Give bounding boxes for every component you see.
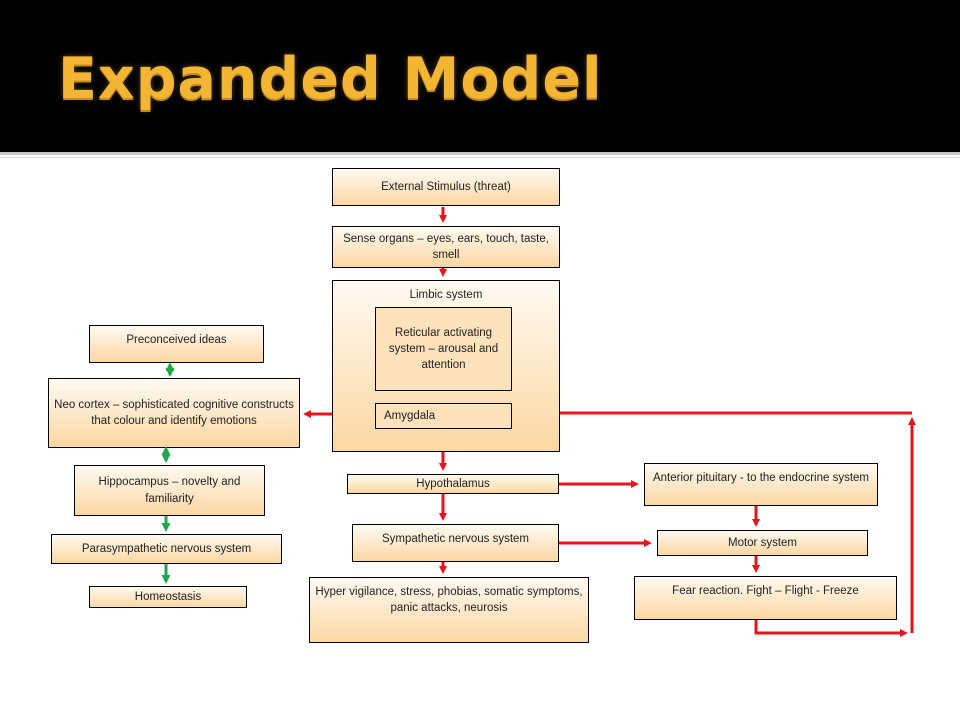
header-divider-thin [0, 157, 960, 158]
node-preconceived-ideas: Preconceived ideas [89, 325, 264, 363]
node-fear-reaction: Fear reaction. Fight – Flight - Freeze [634, 576, 897, 620]
node-homeostasis: Homeostasis [89, 586, 247, 608]
node-reticular-activating-system: Reticular activating system – arousal an… [375, 307, 512, 391]
node-anterior-pituitary: Anterior pituitary - to the endocrine sy… [644, 463, 878, 506]
node-parasympathetic-nervous-system: Parasympathetic nervous system [51, 534, 282, 564]
node-label: Sympathetic nervous system [381, 533, 529, 545]
slide-title: Expanded Model [58, 46, 603, 112]
title-bar: Expanded Model [0, 0, 960, 152]
node-label: Fear reaction. Fight – Flight - Freeze [672, 585, 859, 597]
node-label: Hyper vigilance, stress, phobias, somati… [315, 586, 583, 615]
node-external-stimulus: External Stimulus (threat) [332, 168, 560, 206]
node-label: Reticular activating system – arousal an… [388, 326, 499, 372]
node-motor-system: Motor system [657, 530, 868, 556]
node-sympathetic-nervous-system: Sympathetic nervous system [352, 524, 559, 562]
node-label: Sense organs – eyes, ears, touch, taste,… [343, 232, 549, 261]
header-divider [0, 152, 960, 155]
node-label: Parasympathetic nervous system [81, 542, 252, 555]
node-label: Hypothalamus [416, 477, 490, 490]
node-hyper-vigilance: Hyper vigilance, stress, phobias, somati… [309, 577, 589, 643]
node-label: Hippocampus – novelty and familiarity [98, 476, 241, 505]
node-label: Limbic system [409, 289, 483, 301]
node-hypothalamus: Hypothalamus [347, 474, 559, 494]
node-label: Homeostasis [134, 590, 202, 603]
node-sense-organs: Sense organs – eyes, ears, touch, taste,… [332, 226, 560, 268]
node-label: Motor system [727, 536, 797, 549]
node-hippocampus: Hippocampus – novelty and familiarity [74, 465, 265, 516]
node-label: Anterior pituitary - to the endocrine sy… [652, 472, 870, 484]
node-label: Preconceived ideas [126, 334, 227, 346]
arrow-fear-to-feedback [754, 620, 908, 637]
node-amygdala: Amygdala [375, 403, 512, 429]
node-neo-cortex: Neo cortex – sophisticated cognitive con… [48, 378, 300, 448]
node-label: Amygdala [384, 409, 436, 422]
node-label: Neo cortex – sophisticated cognitive con… [54, 398, 294, 427]
node-label: External Stimulus (threat) [381, 180, 511, 193]
